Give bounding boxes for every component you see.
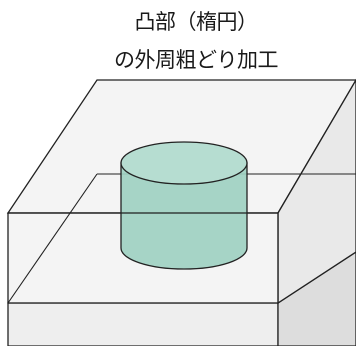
boss-body bbox=[120, 162, 248, 270]
caption-title: 凸部（楕円） bbox=[134, 10, 259, 34]
hidden-edge-left-bottom bbox=[7, 173, 98, 304]
boss-top-face bbox=[120, 141, 248, 185]
caption-subtitle: の外周粗どり加工 bbox=[114, 48, 279, 72]
elliptical-boss bbox=[120, 141, 248, 270]
lower-block-front-face bbox=[7, 302, 279, 346]
